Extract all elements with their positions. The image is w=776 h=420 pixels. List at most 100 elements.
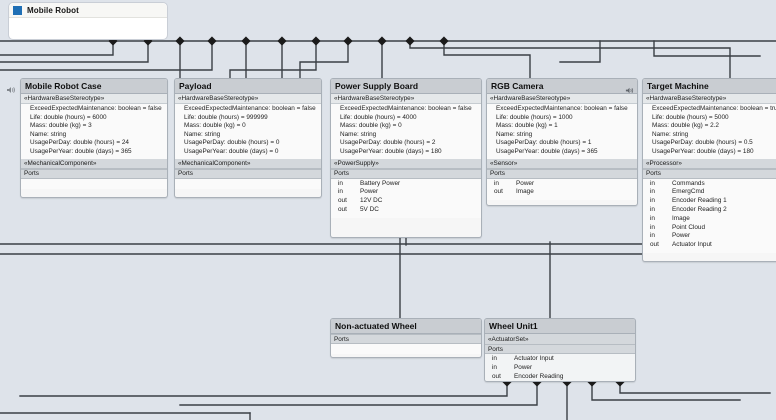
attribute-row: UsagePerYear: double (days) = 0 (184, 147, 279, 155)
attribute-row: Mass: double (kg) = 0 (340, 122, 402, 130)
block-payload[interactable]: Payload «HardwareBaseStereotype» ExceedE… (174, 78, 322, 198)
port-name: Encoder Reading (514, 372, 564, 380)
port-row: in Image (643, 215, 776, 224)
attribute-row: Mass: double (kg) = 1 (496, 122, 558, 130)
port-row: out 5V DC (331, 206, 481, 215)
attribute-row: UsagePerDay: double (hours) = 0 (184, 139, 280, 147)
port-direction: in (338, 179, 343, 187)
block-title: Power Supply Board (335, 81, 419, 91)
port-row: in Power (487, 180, 637, 189)
block-non-actuated-wheel[interactable]: Non-actuated Wheel Ports (330, 318, 482, 358)
port-row: in Power (485, 364, 635, 373)
port-direction: in (650, 188, 655, 196)
block-rgb-camera[interactable]: RGB Camera «HardwareBaseStereotype» Exce… (486, 78, 638, 206)
ports-section-header: Ports (643, 168, 776, 179)
block-title: Target Machine (647, 81, 709, 91)
speaker-icon[interactable] (625, 82, 634, 94)
attribute-row: Life: double (hours) = 6000 (30, 113, 107, 121)
ports-label: Ports (24, 170, 39, 178)
block-wheel-unit1[interactable]: Wheel Unit1 «ActuatorSet» Ports in Actua… (484, 318, 636, 382)
block-power-supply-board[interactable]: Power Supply Board «HardwareBaseStereoty… (330, 78, 482, 238)
ports-section-header: Ports (21, 168, 167, 179)
port-name: Actuator Input (514, 355, 554, 362)
block-stereotype-label: «HardwareBaseStereotype» (334, 95, 415, 102)
port-name: Point Cloud (672, 223, 706, 231)
attribute-row: Mass: double (kg) = 3 (30, 122, 92, 130)
port-row: in Commands (643, 180, 776, 189)
port-direction: in (650, 205, 655, 213)
block-header[interactable]: Mobile Robot Case (21, 79, 167, 94)
port-name: Image (672, 214, 690, 222)
ports-section-header: Ports (175, 168, 321, 179)
attribute-row: UsagePerDay: double (hours) = 1 (496, 139, 592, 147)
block-mobile-robot-case[interactable]: Mobile Robot Case «HardwareBaseStereotyp… (20, 78, 168, 198)
ports-list: in Power out Image (487, 178, 637, 201)
speaker-icon[interactable] (6, 82, 16, 93)
port-name: Power (360, 188, 379, 196)
block-header[interactable]: Non-actuated Wheel (331, 319, 481, 334)
port-direction: in (650, 223, 655, 231)
block-header[interactable]: Payload (175, 79, 321, 94)
ports-label: Ports (178, 170, 193, 178)
port-row: in Point Cloud (643, 224, 776, 233)
port-row: in Actuator Input (485, 355, 635, 364)
port-name: Battery Power (360, 179, 401, 187)
attribute-row: UsagePerDay: double (hours) = 24 (30, 139, 129, 147)
attribute-row: UsagePerYear: double (days) = 365 (496, 147, 598, 155)
block-title: Payload (179, 81, 212, 91)
attribute-row: ExceedExpectedMaintenance: boolean = fal… (184, 105, 316, 112)
port-direction: in (650, 214, 655, 222)
root-window-titlebar[interactable]: Mobile Robot (9, 3, 167, 18)
ports-label: Ports (490, 170, 505, 178)
attribute-row: Life: double (hours) = 4000 (340, 113, 417, 121)
ports-list: in Battery Power in Power out 12V DC out… (331, 178, 481, 218)
port-row: in Encoder Reading 2 (643, 206, 776, 215)
block-second-stereotype-bar: «Sensor» (487, 158, 637, 169)
port-direction: out (494, 188, 503, 196)
port-direction: out (650, 241, 659, 249)
port-row: out 12V DC (331, 197, 481, 206)
port-row: in Power (331, 188, 481, 197)
block-stereotype-label: «HardwareBaseStereotype» (646, 95, 727, 102)
ports-list: in Actuator Input in Power out Encoder R… (485, 354, 635, 381)
ports-label: Ports (334, 335, 349, 343)
port-direction: in (650, 179, 655, 187)
block-second-stereotype-bar: «Processor» (643, 158, 776, 169)
block-stereotype-label: «ActuatorSet» (488, 335, 529, 343)
block-second-stereotype-bar: «MechanicalComponent» (21, 158, 167, 169)
port-direction: in (650, 232, 655, 240)
port-row: in EmergCmd (643, 188, 776, 197)
root-window-mobile-robot[interactable]: Mobile Robot (8, 2, 168, 40)
block-header[interactable]: Wheel Unit1 (485, 319, 635, 334)
port-name: Power (672, 232, 691, 240)
block-header[interactable]: RGB Camera (487, 79, 637, 94)
attribute-row: Name: string (496, 130, 533, 138)
port-name: EmergCmd (672, 188, 705, 196)
block-target-machine[interactable]: Target Machine «HardwareBaseStereotype» … (642, 78, 776, 262)
attribute-row: ExceedExpectedMaintenance: boolean = fal… (496, 105, 628, 112)
block-second-stereotype-label: «MechanicalComponent» (24, 159, 97, 167)
port-direction: in (338, 188, 343, 196)
attribute-row: Life: double (hours) = 5000 (652, 113, 729, 121)
ports-list (331, 344, 481, 354)
block-stereotype-bar: «HardwareBaseStereotype» (21, 94, 167, 104)
ports-list (175, 178, 321, 189)
ports-list (21, 178, 167, 189)
block-attributes: ExceedExpectedMaintenance: boolean = fal… (175, 104, 321, 159)
attribute-row: ExceedExpectedMaintenance: boolean = fal… (340, 105, 472, 112)
port-direction: in (492, 355, 497, 362)
attribute-row: Life: double (hours) = 1000 (496, 113, 573, 121)
block-second-stereotype-label: «Sensor» (490, 159, 518, 167)
attribute-row: Name: string (340, 130, 377, 138)
block-header[interactable]: Power Supply Board (331, 79, 481, 94)
block-second-stereotype-label: «MechanicalComponent» (178, 159, 251, 167)
port-row: out Image (487, 188, 637, 197)
attribute-row: Mass: double (kg) = 2.2 (652, 122, 719, 130)
port-row: in Battery Power (331, 180, 481, 189)
attribute-row: Life: double (hours) = 999999 (184, 113, 268, 121)
ports-section-header: Ports (331, 334, 481, 344)
block-header[interactable]: Target Machine (643, 79, 776, 94)
port-name: Image (516, 188, 534, 196)
port-direction: out (338, 205, 347, 213)
